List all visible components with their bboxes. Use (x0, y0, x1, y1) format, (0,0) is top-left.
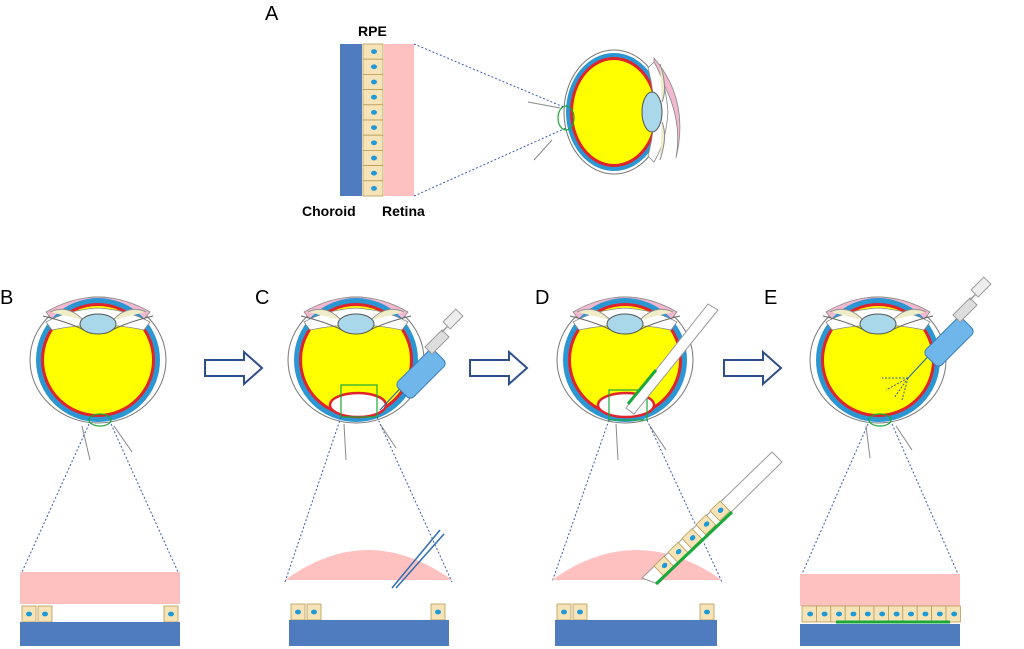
choroid-layer (289, 620, 449, 646)
rpe-cells-b (21, 605, 179, 623)
panel-c: C (255, 287, 464, 646)
retinal-bleb (552, 550, 722, 580)
rpe-cell (362, 74, 384, 91)
retina-layer (384, 44, 414, 196)
panel-letter-c: C (255, 287, 269, 309)
choroid-layer (20, 622, 180, 646)
retinal-bleb (285, 550, 452, 580)
rpe-cell (362, 134, 384, 151)
panel-letter-b: B (0, 287, 13, 309)
panel-e: E (764, 276, 992, 646)
macula-highlight (88, 413, 112, 427)
rpe-cell (902, 605, 918, 623)
forceps-tip[interactable] (391, 529, 441, 589)
zoom-box (340, 384, 378, 418)
panel-letter-e: E (764, 287, 777, 309)
panel-b: B (0, 287, 180, 646)
restored-rpe-layer (801, 605, 961, 623)
rpe-cell (362, 58, 384, 75)
rpe-cell (916, 605, 933, 623)
rpe-graft-in-tube (653, 500, 734, 586)
rpe-cell (873, 605, 889, 623)
rpe-cell (362, 43, 384, 60)
panel-a: A RPE Choroid Retina (265, 3, 681, 219)
rpe-cell (816, 605, 832, 623)
rpe-label: RPE (358, 23, 387, 39)
rpe-cell (362, 89, 384, 106)
step-arrow (469, 349, 529, 387)
rpe-cell (695, 514, 717, 536)
macula-highlight (557, 105, 575, 131)
choroid-layer (800, 624, 960, 646)
rpe-cell-column (362, 43, 384, 197)
rpe-cell (859, 605, 875, 623)
panel-letter-a: A (265, 3, 279, 25)
panel-d: D (535, 287, 783, 646)
rpe-cell (945, 605, 961, 623)
rpe-cell (362, 104, 384, 121)
subretinal-bleb (328, 391, 388, 419)
rpe-cell (844, 605, 861, 623)
eye-side-view (563, 49, 681, 175)
panel-letter-d: D (535, 287, 549, 309)
delivery-tube[interactable] (625, 303, 719, 415)
rpe-cell (709, 500, 731, 522)
rpe-cell (362, 180, 384, 197)
zoom-box (608, 389, 648, 421)
rpe-cells-d (556, 603, 715, 621)
rpe-cell (362, 165, 384, 182)
choroid-label: Choroid (302, 203, 356, 219)
reattached-retina (800, 574, 960, 606)
rpe-cells-c (290, 603, 446, 621)
rpe-cell (362, 149, 384, 166)
rpe-cell (362, 119, 384, 136)
detached-retina (20, 572, 180, 604)
graft-scaffold (654, 510, 734, 586)
injection-spray (882, 377, 909, 401)
macula-highlight (868, 413, 892, 427)
step-arrow (723, 349, 783, 387)
rpe-cell (888, 605, 904, 623)
choroid-layer (340, 44, 362, 196)
step-arrow (204, 349, 264, 387)
rpe-cell (801, 605, 817, 623)
rpe-cell (830, 605, 846, 623)
rpe-cell (931, 605, 947, 623)
eye-b (29, 296, 167, 424)
retina-label: Retina (382, 203, 425, 219)
choroid-layer (555, 620, 717, 646)
